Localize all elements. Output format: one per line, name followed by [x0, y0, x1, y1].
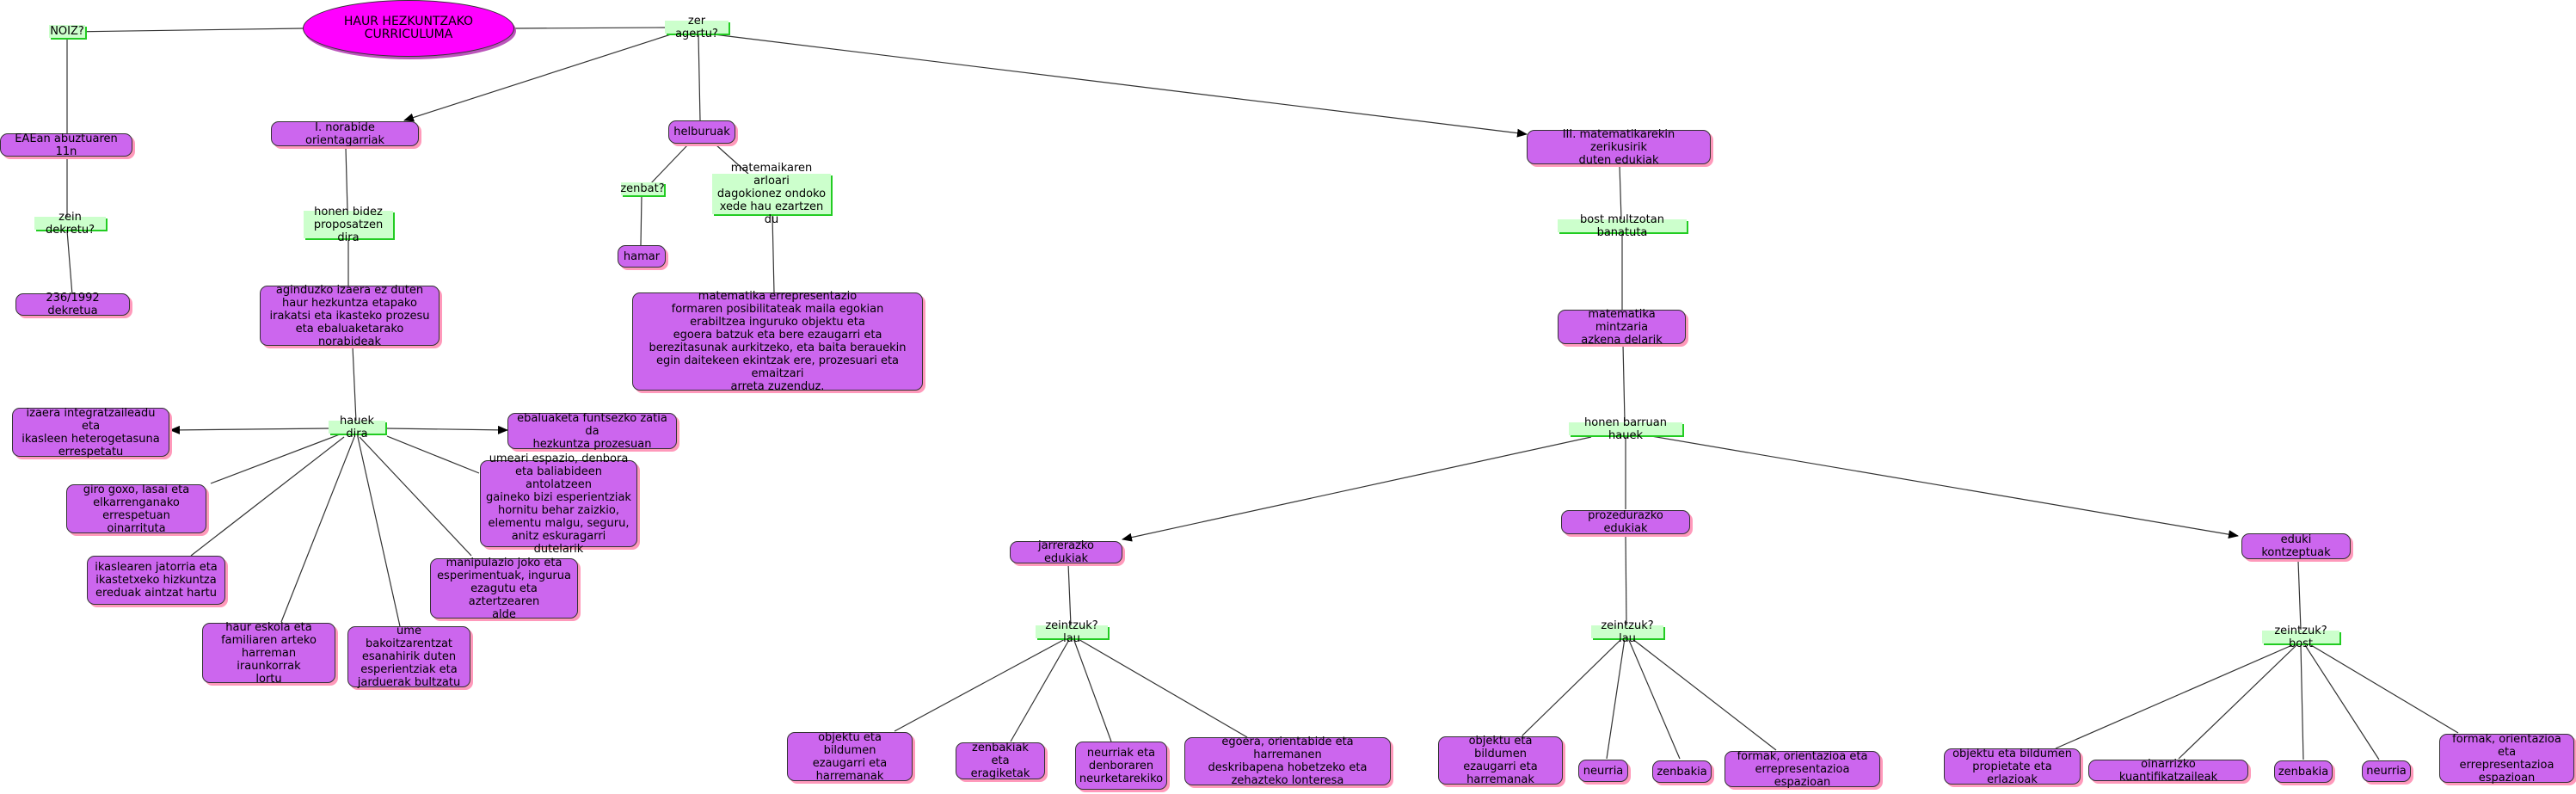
- node-giro-goxo[interactable]: giro goxo, lasai eta elkarrenganako erre…: [66, 483, 206, 535]
- edge: [66, 230, 73, 296]
- edge: [1606, 637, 1626, 760]
- node-aginduzko[interactable]: aginduzko izaera ez duten haur hezkuntza…: [260, 284, 440, 348]
- link-zenbat[interactable]: zenbat?: [620, 182, 665, 195]
- edge: [68, 28, 304, 33]
- node-p-formak[interactable]: formak, orientazioa eta errepresentazioa…: [1725, 750, 1880, 789]
- edge: [1010, 637, 1071, 742]
- node-j-egoera[interactable]: egoera, orientabide eta harremanen deskr…: [1184, 736, 1391, 787]
- node-k-formak[interactable]: formak, orientazioa eta errepresentazioa…: [2439, 733, 2574, 785]
- edge: [386, 435, 480, 474]
- edge: [2310, 644, 2459, 734]
- node-prozedurazko[interactable]: prozedurazko edukiak: [1561, 509, 1690, 535]
- edge: [1627, 637, 1681, 760]
- edge: [386, 425, 508, 434]
- edge: [403, 34, 672, 122]
- edge: [1651, 435, 2239, 539]
- link-noiz[interactable]: NOIZ?: [49, 25, 85, 38]
- node-umeari-espazio[interactable]: umeari espazio, denbora eta baliabideen …: [480, 452, 637, 556]
- edge: [210, 434, 341, 484]
- node-k-zenbakia[interactable]: zenbakia: [2274, 760, 2333, 783]
- link-zein-dekretu[interactable]: zein dekretu?: [34, 211, 106, 237]
- edge: [352, 346, 357, 422]
- edge: [1067, 563, 1072, 626]
- node-dekretua[interactable]: 236/1992 dekretua: [15, 292, 130, 317]
- edge: [190, 436, 345, 557]
- edge: [1522, 637, 1623, 736]
- link-hauek-dira[interactable]: hauek dira: [329, 415, 385, 440]
- link-honen-bidez[interactable]: honen bidez proposatzen dira: [304, 206, 393, 244]
- edge: [280, 436, 355, 623]
- link-zeintzuk-bost[interactable]: zeintzuk? bost: [2262, 625, 2339, 650]
- edge: [715, 144, 749, 175]
- edge: [2297, 560, 2302, 631]
- edge: [357, 436, 401, 627]
- node-ume-bakoitza[interactable]: ume bakoitzarentzat esanahirik duten esp…: [347, 625, 470, 689]
- node-j-neurriak[interactable]: neurriak eta denboraren neurketarekiko: [1075, 742, 1167, 790]
- node-k-oinarrizko[interactable]: oinarrizko kuantifikatzaileak: [2088, 758, 2248, 784]
- edge: [2055, 644, 2293, 749]
- link-zer-agertu[interactable]: zer agertu?: [665, 15, 729, 40]
- node-mintzaria[interactable]: matematika mintzaria azkena delarik: [1558, 308, 1686, 347]
- node-j-zenbakiak[interactable]: zenbakiak eta eragiketak: [956, 742, 1045, 780]
- edge: [1073, 637, 1112, 742]
- node-k-objektu[interactable]: objektu eta bildumen propietate eta erla…: [1944, 748, 2081, 786]
- link-zeintzuk-lau-2[interactable]: zeintzuk? lau: [1591, 619, 1663, 645]
- link-zeintzuk-lau-1[interactable]: zeintzuk? lau: [1036, 619, 1108, 645]
- link-bost-multzotan[interactable]: bost multzotan banatuta: [1558, 213, 1687, 239]
- edge: [772, 214, 775, 293]
- node-j-objektu[interactable]: objektu eta bildumen ezaugarri eta harre…: [787, 731, 913, 783]
- edge: [713, 34, 1528, 138]
- edge: [169, 425, 332, 434]
- edge: [1631, 637, 1777, 751]
- link-honen-barruan[interactable]: honen barruan hauek: [1569, 416, 1682, 442]
- edge: [649, 144, 689, 186]
- node-eaean[interactable]: EAEan abuztuaren 11n: [0, 132, 132, 158]
- node-k-neurria[interactable]: neurria: [2362, 760, 2411, 782]
- edge: [640, 194, 642, 246]
- node-p-neurria[interactable]: neurria: [1578, 760, 1628, 782]
- edge: [1122, 436, 1592, 542]
- node-hamar[interactable]: hamar: [618, 245, 666, 268]
- edge: [698, 34, 701, 121]
- edge: [2178, 644, 2297, 760]
- node-helburuak[interactable]: helburuak: [668, 120, 735, 144]
- node-jarrerazko[interactable]: jarrerazko edukiak: [1010, 539, 1122, 565]
- edge: [2300, 644, 2304, 760]
- node-manipulazio[interactable]: manipulazio joko eta esperimentuak, ingu…: [430, 557, 578, 621]
- node-p-objektu[interactable]: objektu eta bildumen ezaugarri eta harre…: [1438, 735, 1563, 786]
- root-node[interactable]: HAUR HEZKUNTZAKO CURRICULUMA: [303, 0, 514, 57]
- edge: [1619, 164, 1622, 220]
- edge: [359, 436, 472, 557]
- link-matematikaren-arloari[interactable]: matemaikaren arloari dagokionez ondoko x…: [712, 162, 831, 226]
- edge: [2304, 644, 2380, 760]
- node-haur-eskola[interactable]: haur eskola eta familiaren arteko harrem…: [202, 621, 335, 686]
- node-izaera[interactable]: izaera integratzaileadu eta ikasleen het…: [12, 407, 169, 459]
- node-errepresentazio[interactable]: matematika errepresentazio formaren posi…: [632, 290, 923, 393]
- edge: [894, 637, 1067, 732]
- node-ebaluaketa[interactable]: ebaluaketa funtsezko zatia da hezkuntza …: [507, 412, 677, 451]
- node-p-zenbakia[interactable]: zenbakia: [1652, 760, 1712, 783]
- node-matematika-zerikusi[interactable]: III. matematikarekin zerikusirik duten e…: [1527, 128, 1711, 167]
- edge: [1076, 637, 1248, 738]
- edge: [1622, 343, 1626, 422]
- node-ikaslearen[interactable]: ikaslearen jatorria eta ikastetxeko hizk…: [87, 556, 225, 605]
- node-kontzeptuak[interactable]: eduki kontzeptuak: [2241, 533, 2351, 559]
- node-norabide[interactable]: I. norabide orientagarriak: [271, 121, 419, 147]
- edge: [345, 147, 348, 212]
